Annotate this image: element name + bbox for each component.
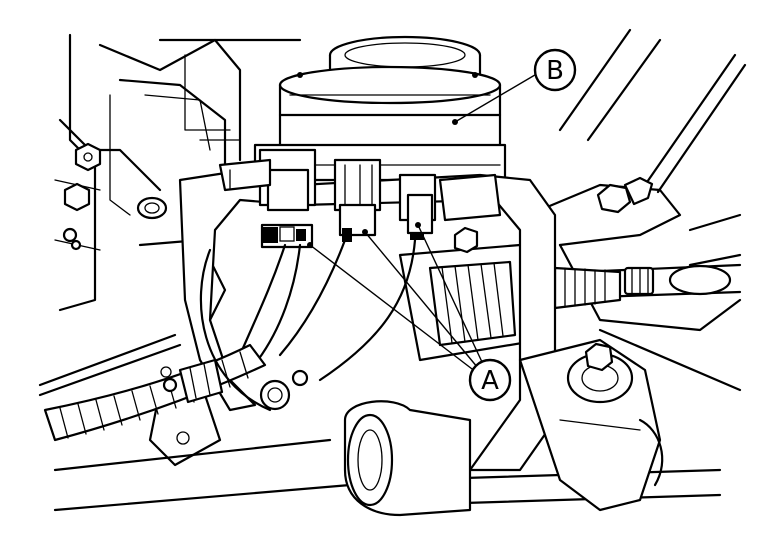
eps-motor-control-unit [253,35,507,182]
hex-nut-knuckle [584,342,614,372]
harness-connectors [218,148,502,249]
steering-rack-housing [398,226,542,362]
wire-harness [38,238,417,442]
rack-boot-right [553,266,622,310]
tie-rod-assembly [508,28,747,392]
connector-2 [333,158,382,242]
leader-lines [307,71,541,373]
callout-b: B [533,48,577,92]
tie-rod-end [623,264,732,296]
harness-clip [162,358,224,404]
hex-nut-rack [453,226,479,254]
connector-3 [398,173,437,240]
hex-bolt-upper-left [74,142,102,172]
rack-boot [428,260,517,347]
lower-bushing [343,400,472,517]
washer-left [136,196,168,220]
hex-bolt-left [63,182,91,212]
subframe-arm [178,168,557,472]
callout-a: A [468,358,512,402]
right-knuckle [518,338,664,512]
hex-nut-upper-right [596,176,654,214]
callout-b-label: B [546,56,564,86]
small-bolt-left [62,227,82,251]
mounting-bolt-lower [259,369,309,411]
chassis-frame [53,33,722,512]
callout-a-label: A [481,366,499,396]
